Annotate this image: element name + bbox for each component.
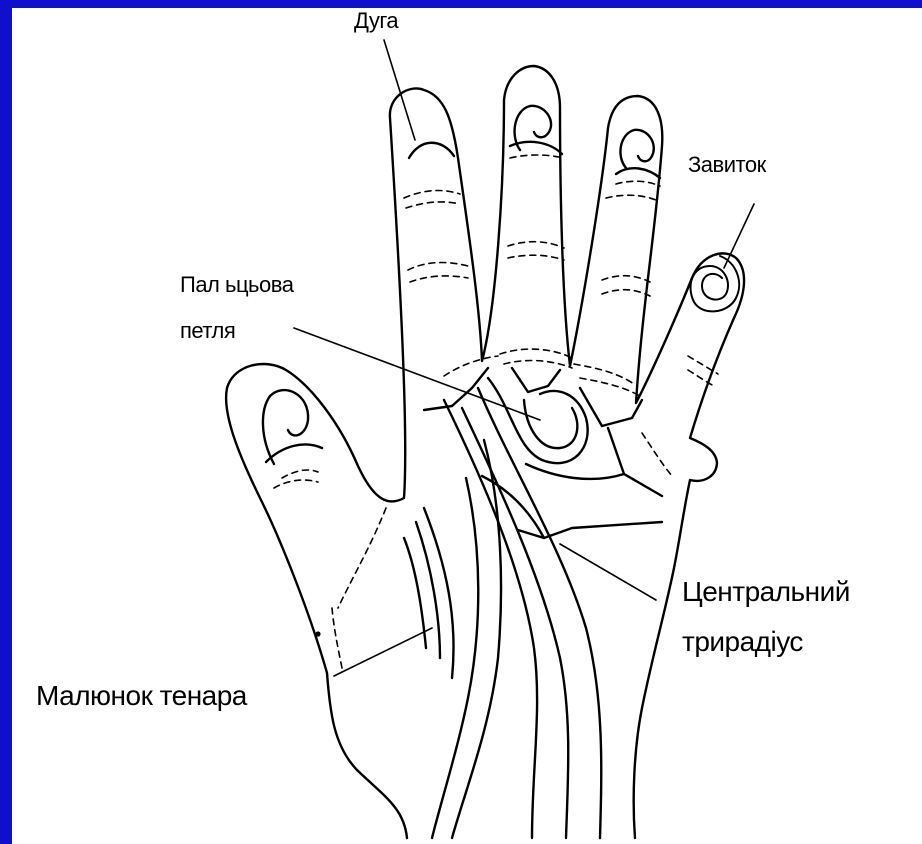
palm-illustration [12,8,922,844]
label-thenar-pattern: Малюнок тенара [36,680,247,712]
whorl-pattern [691,256,740,311]
triradius-middle-ring [512,368,560,392]
thenar-ridge-1 [404,538,426,648]
palm-line-ring-area [608,428,662,496]
label-central-triradius-1: Центральний [682,576,850,608]
palm-line-ring-area-2 [526,464,624,479]
triradius-ring-little [580,388,642,426]
finger-loop-pointer-line [294,328,540,420]
label-arch: Дуга [354,8,398,34]
interdigital-loop-inner [524,400,577,448]
thumb-loop [263,390,308,464]
ridge-line-3 [478,388,601,838]
label-whorl: Завиток [688,152,766,178]
whorl-pointer-line [724,204,754,268]
flexion-creases [274,155,718,668]
interdigital-loop [488,378,588,463]
thenar-dot [315,631,320,636]
diagram-canvas: Дуга Завиток Пал ьцьова петля Центральни… [12,8,922,844]
label-finger-loop-2: петля [180,318,235,344]
ring-finger-arch [616,168,660,178]
label-finger-loop-1: Пал ьцьова [180,272,293,298]
ring-finger-loop [620,130,653,168]
arch-pattern [409,143,454,158]
thenar-pointer-line [334,628,432,676]
thumb-arch [266,444,322,462]
label-central-triradius-2: трирадіус [682,626,803,658]
